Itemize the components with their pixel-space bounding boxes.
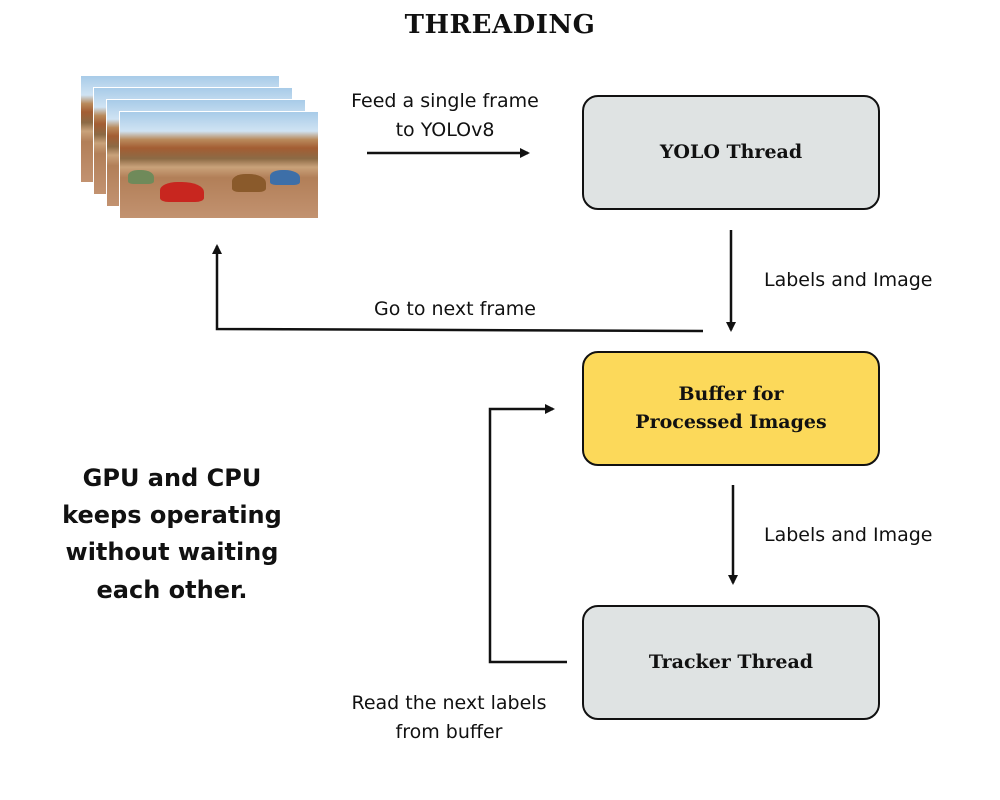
yolo-thread-label: YOLO Thread: [659, 140, 803, 163]
buffer-label: Buffer for Processed Images: [635, 382, 827, 433]
video-frame-4: [119, 111, 319, 219]
diagram-title: THREADING: [404, 10, 596, 40]
tracker-thread-box: Tracker Thread: [582, 605, 880, 720]
tracker-thread-label: Tracker Thread: [648, 650, 814, 673]
yolo-thread-box: YOLO Thread: [582, 95, 880, 210]
go-to-next-frame-label: Go to next frame: [374, 298, 536, 320]
arrow-read-next-labels: [488, 404, 567, 664]
labels-and-image-label-2: Labels and Image: [764, 524, 933, 546]
buffer-box: Buffer for Processed Images: [582, 351, 880, 466]
feed-frame-label: Feed a single frame to YOLOv8: [351, 90, 539, 141]
labels-and-image-label-1: Labels and Image: [764, 269, 933, 291]
read-next-labels-label: Read the next labels from buffer: [351, 692, 547, 743]
gpu-cpu-note: GPU and CPU keeps operating without wait…: [62, 464, 282, 604]
